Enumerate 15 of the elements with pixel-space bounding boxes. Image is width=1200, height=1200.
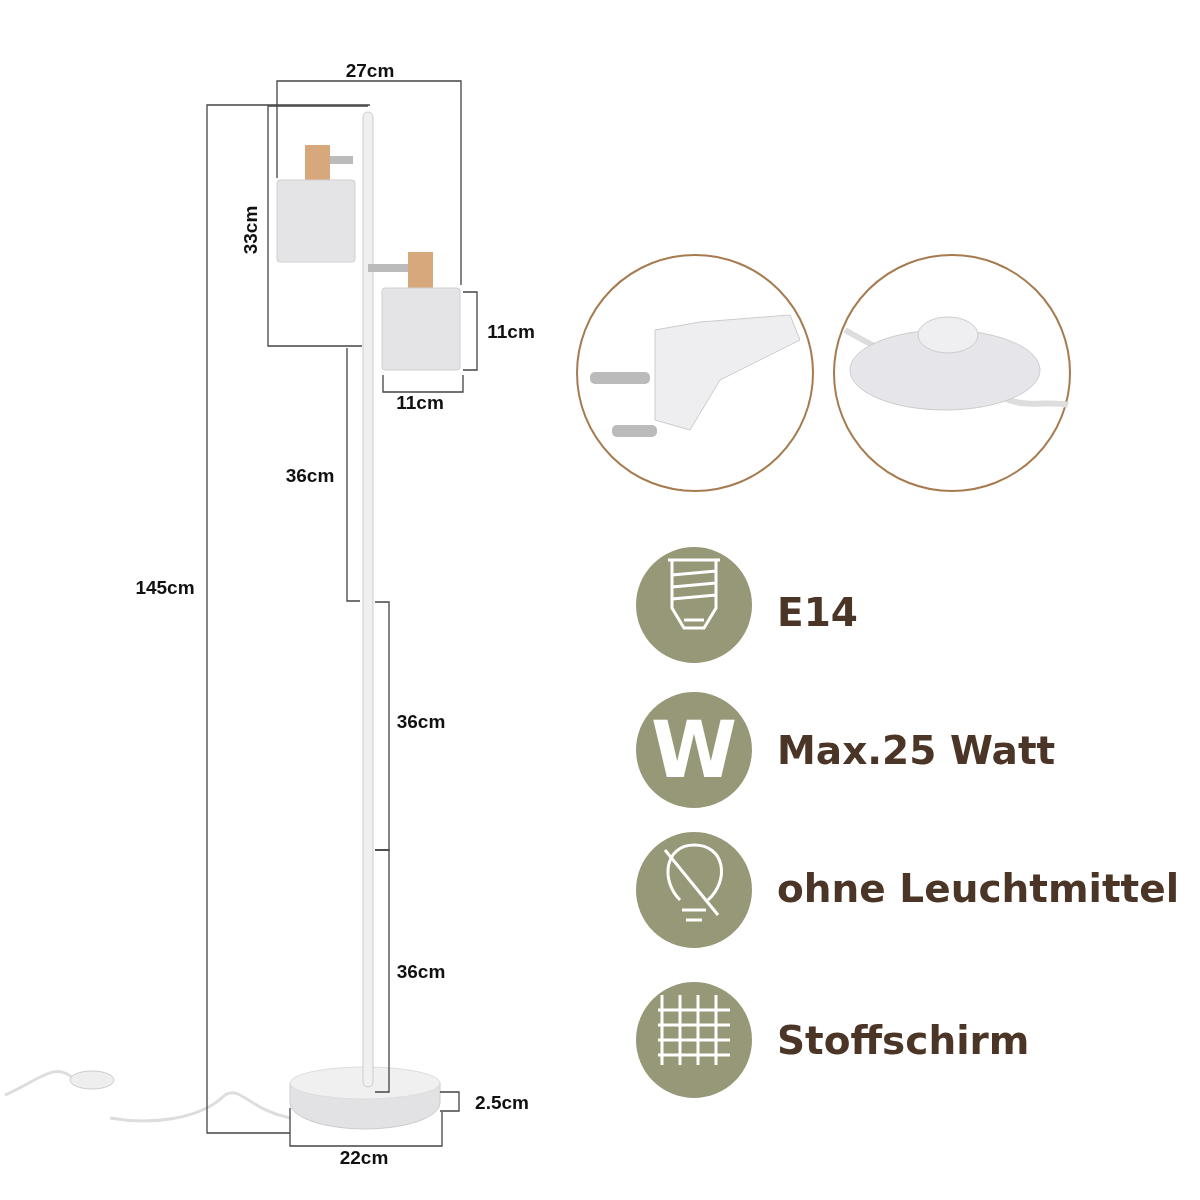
dimension-label: 11cm [396, 392, 444, 412]
dimension-label: 11cm [487, 321, 535, 341]
feature-label: Max.25 Watt [777, 730, 1056, 770]
dimension-label: 36cm [396, 961, 446, 981]
feature-label: E14 [777, 592, 858, 632]
dimension-label: 2.5cm [475, 1092, 529, 1112]
dimension-label: 36cm [285, 465, 335, 485]
dimension-label: 36cm [396, 711, 446, 731]
dimension-label: 27cm [345, 60, 395, 80]
feature-label: ohne Leuchtmittel [777, 868, 1180, 908]
icon-letter: W [651, 711, 737, 789]
dimension-label: 33cm [240, 205, 260, 255]
dimension-label: 22cm [339, 1147, 389, 1167]
dimension-label: 145cm [135, 577, 195, 597]
feature-label: Stoffschirm [777, 1020, 1030, 1060]
